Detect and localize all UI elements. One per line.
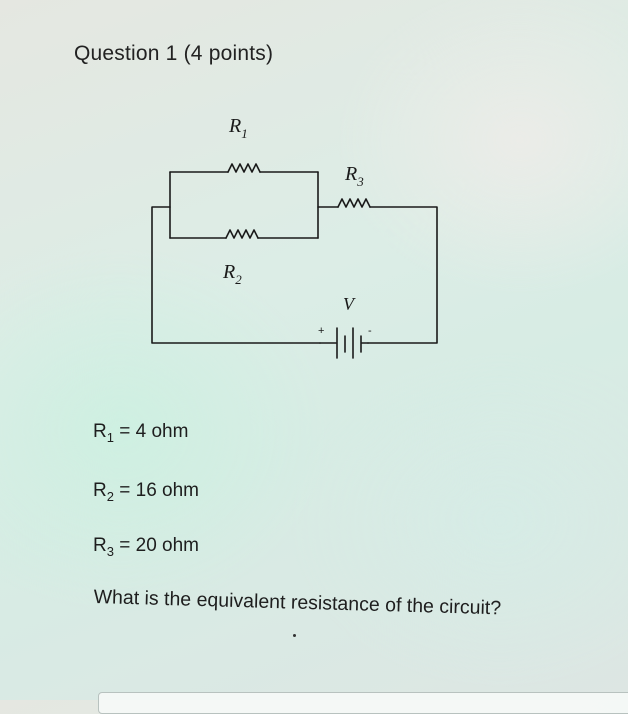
battery-minus-label: - — [368, 325, 372, 337]
r2-label: R2 — [222, 261, 242, 287]
r2-resistor — [225, 229, 259, 239]
left-lead-wire — [151, 206, 321, 344]
battery-plus-label: + — [318, 325, 324, 337]
given-r3: R3 = 20 ohm — [93, 535, 199, 559]
given-r2: R2 = 16 ohm — [93, 480, 199, 504]
circuit-diagram: R1 R3 R2 V + - — [151, 115, 438, 359]
r3-label: R3 — [344, 163, 364, 189]
r3-wire-right — [367, 206, 438, 344]
question-prompt: What is the equivalent resistance of the… — [93, 586, 502, 620]
question-title: Question 1 (4 points) — [74, 42, 274, 65]
r3-resistor — [337, 198, 371, 208]
r1-resistor — [227, 163, 261, 173]
given-r1: R1 = 4 ohm — [93, 421, 189, 445]
cursor-dot — [293, 634, 296, 637]
answer-input[interactable] — [98, 692, 628, 714]
r1-label: R1 — [228, 115, 248, 141]
voltage-label: V — [343, 294, 356, 314]
